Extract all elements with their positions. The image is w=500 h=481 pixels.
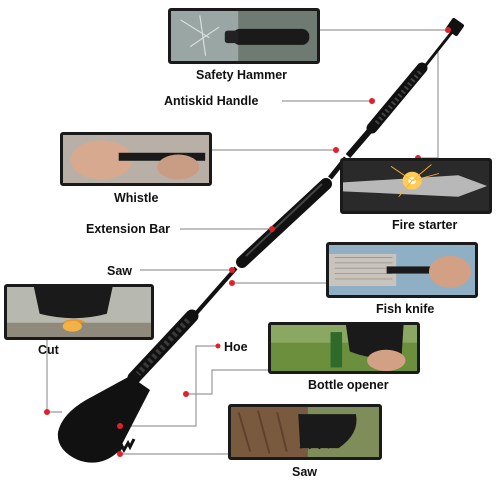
label-fish-knife: Fish knife — [376, 302, 435, 316]
dot-whistle — [333, 147, 339, 153]
extension-bar-body — [236, 178, 332, 268]
dot-hoe — [117, 423, 123, 429]
multitool-shovel — [57, 18, 464, 463]
photo-fish-knife — [326, 242, 478, 298]
dot-safety-hammer — [445, 27, 451, 33]
leader-hoe — [120, 345, 218, 427]
label-fire-starter: Fire starter — [392, 218, 458, 232]
photo-fire-starter — [340, 158, 492, 214]
label-antiskid-handle: Antiskid Handle — [164, 94, 259, 108]
upper-bar — [345, 126, 375, 158]
photo-saw-lower — [228, 404, 382, 460]
label-cut: Cut — [38, 343, 59, 357]
antiskid-handle-body — [366, 62, 428, 134]
dot-hoe-end — [215, 343, 221, 349]
photo-cut — [4, 284, 154, 340]
label-hoe: Hoe — [224, 340, 248, 354]
dot-extension-bar — [269, 226, 275, 232]
handle-grip-texture — [374, 70, 422, 126]
lower-grip-texture — [135, 317, 191, 377]
extension-bar-highlight — [245, 183, 323, 257]
label-bottle-opener: Bottle opener — [308, 378, 389, 392]
shovel-blade — [57, 376, 151, 463]
leader-bottle-opener — [186, 369, 274, 395]
dot-cut — [44, 409, 50, 415]
dot-antiskid-handle — [369, 98, 375, 104]
photo-safety-hammer — [168, 8, 320, 64]
hammer-head — [446, 18, 464, 36]
dot-fish-knife — [229, 280, 235, 286]
label-whistle: Whistle — [114, 191, 159, 205]
dot-bottle-opener — [183, 391, 189, 397]
photo-bottle-opener — [268, 322, 420, 374]
top-rod — [420, 31, 454, 71]
photo-whistle — [60, 132, 212, 186]
saw-rod — [190, 266, 238, 320]
label-extension-bar: Extension Bar — [86, 222, 171, 236]
label-saw-upper: Saw — [107, 264, 133, 278]
blade-saw-teeth — [116, 438, 136, 454]
dot-saw-lower — [117, 451, 123, 457]
dot-saw-upper — [229, 267, 235, 273]
label-safety-hammer: Safety Hammer — [196, 68, 288, 82]
label-saw-lower: Saw — [292, 465, 318, 479]
